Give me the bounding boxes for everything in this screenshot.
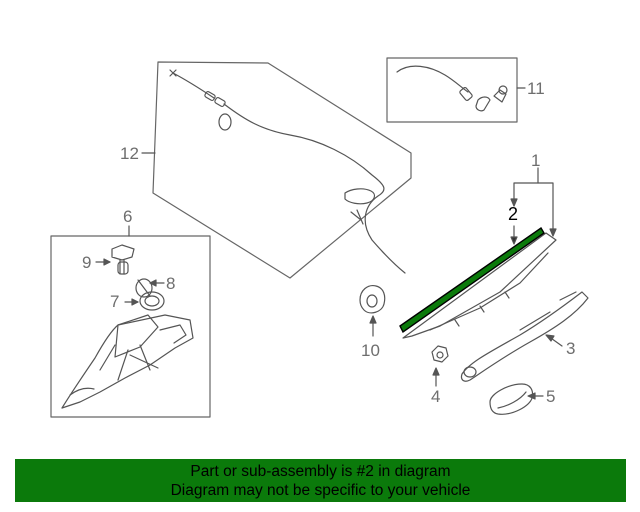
callout-1: 1 [531,151,540,170]
banner-line-2: Diagram may not be specific to your vehi… [170,482,471,499]
callout-10: 10 [361,341,380,360]
part-5-cover [489,383,534,415]
info-banner: Part or sub-assembly is #2 in diagram Di… [15,459,626,502]
motor-panel [50,235,211,418]
washer-hose-panel [152,61,412,279]
part-4-nut [431,345,449,363]
callout-6: 6 [123,207,132,226]
callout-3: 3 [566,339,575,358]
callout-2: 2 [508,204,518,224]
callout-11: 11 [527,79,545,98]
highlighted-part-2 [399,226,545,334]
part-10-cap [359,285,386,314]
banner-line-1: Part or sub-assembly is #2 in diagram [190,463,451,480]
wiper-blade [402,232,557,339]
callout-7: 7 [110,292,119,311]
callout-12: 12 [120,144,139,163]
callout-4: 4 [431,387,440,406]
callout-8: 8 [166,274,175,293]
wiper-arm [460,291,589,382]
callout-9: 9 [82,253,91,272]
callout-5: 5 [546,387,555,406]
nozzle-hose-panel [386,57,518,123]
